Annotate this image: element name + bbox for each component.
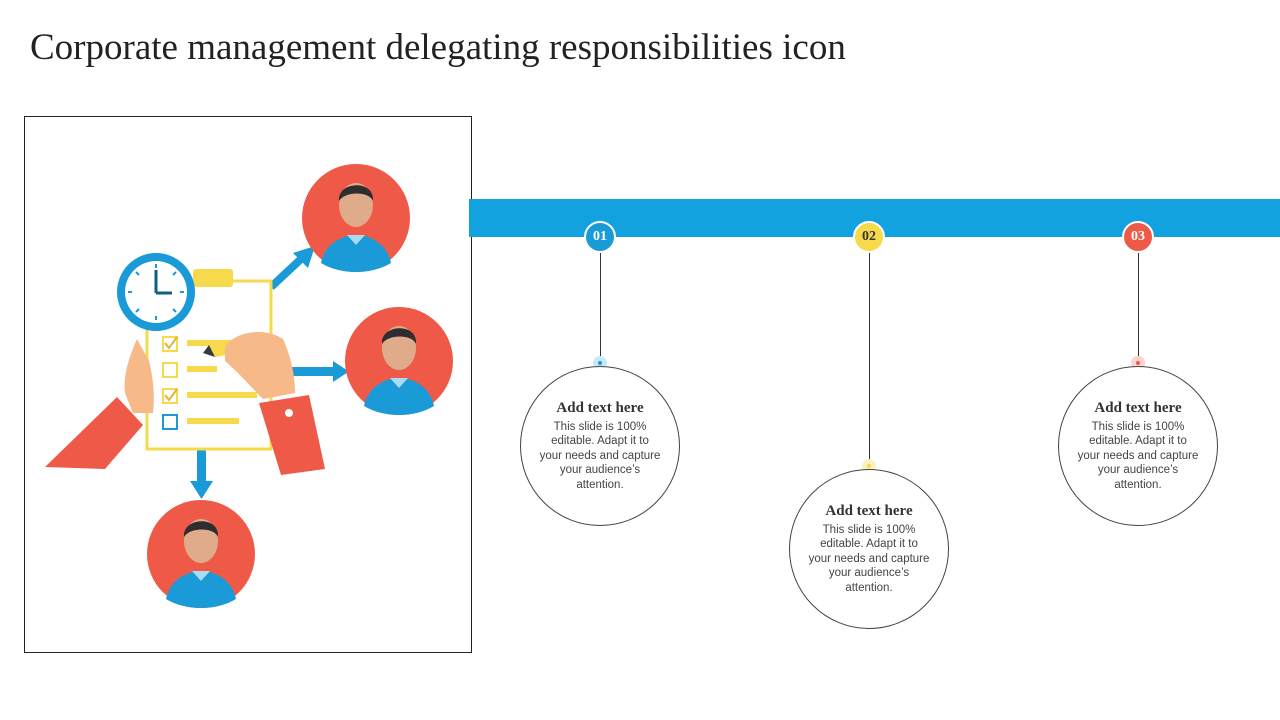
slide-title: Corporate management delegating responsi…	[30, 27, 846, 68]
arrow-icon	[287, 361, 349, 382]
step-2-marker: 02	[853, 221, 885, 253]
step-1-body: This slide is 100% editable. Adapt it to…	[539, 420, 661, 491]
step-3-body: This slide is 100% editable. Adapt it to…	[1077, 420, 1199, 491]
step-2-number: 02	[862, 229, 876, 244]
hand-with-pencil-icon	[203, 332, 325, 475]
arrow-icon	[190, 449, 213, 499]
delegation-illustration	[45, 164, 453, 608]
step-3-connector	[1138, 253, 1139, 357]
step-3-number: 03	[1131, 229, 1145, 244]
step-3-card: Add text here This slide is 100% editabl…	[1058, 366, 1218, 526]
step-3-marker: 03	[1122, 221, 1154, 253]
illustration-frame	[24, 116, 472, 653]
step-2-heading: Add text here	[825, 502, 913, 519]
step-2-body: This slide is 100% editable. Adapt it to…	[808, 523, 930, 594]
step-1-connector	[600, 253, 601, 357]
hand-icon	[45, 339, 154, 469]
person-avatar-icon	[147, 500, 255, 608]
step-1-number: 01	[593, 229, 607, 244]
step-1-heading: Add text here	[556, 399, 644, 416]
step-1-card: Add text here This slide is 100% editabl…	[520, 366, 680, 526]
step-2-card: Add text here This slide is 100% editabl…	[789, 469, 949, 629]
arrow-icon	[268, 246, 315, 290]
person-avatar-icon	[302, 164, 410, 272]
step-1-marker: 01	[584, 221, 616, 253]
step-2-connector	[869, 253, 870, 460]
step-3-heading: Add text here	[1094, 399, 1182, 416]
clock-icon	[117, 253, 195, 331]
person-avatar-icon	[345, 307, 453, 415]
